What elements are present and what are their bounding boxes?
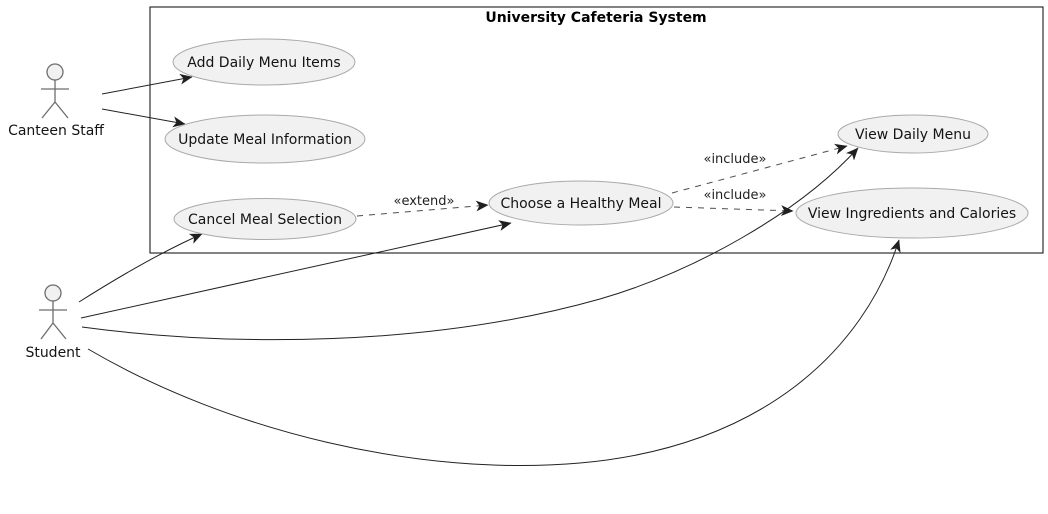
use-case-label: Update Meal Information [178, 132, 352, 148]
use-case-ellipse [173, 198, 357, 240]
actor-body [41, 80, 69, 119]
association-canteen-staff-to-add-daily-menu-items [101, 73, 193, 95]
use-case-ellipse [488, 180, 674, 226]
use-case-ellipse [837, 114, 989, 154]
use-case-update-meal-information: Update Meal Information [164, 114, 366, 164]
use-case-cancel-meal-selection: Cancel Meal Selection [173, 198, 357, 240]
use-case-ellipse [795, 187, 1029, 239]
actor-head [44, 284, 62, 302]
association-student-to-cancel-meal-selection [78, 233, 203, 303]
include-label-2: «include» [703, 188, 766, 203]
system-boundary-title: University Cafeteria System [485, 10, 706, 26]
actor-label-student: Student [25, 345, 81, 361]
extend-arrow-cancel-to-choose [356, 200, 489, 217]
actor-label-canteen-staff: Canteen Staff [8, 123, 104, 139]
use-case-label: View Ingredients and Calories [808, 206, 1016, 222]
use-case-view-ingredients-and-calories: View Ingredients and Calories [795, 187, 1029, 239]
actor-body [39, 301, 67, 340]
include-label-1: «include» [703, 152, 766, 167]
use-case-ellipse [164, 114, 366, 164]
use-case-label: Cancel Meal Selection [188, 212, 342, 228]
use-case-ellipse [172, 38, 356, 86]
association-student-to-view-ingredients-and-calories [87, 239, 901, 467]
use-case-add-daily-menu-items: Add Daily Menu Items [172, 38, 356, 86]
include-arrow-choose-to-view-ingredients [673, 205, 794, 217]
association-student-to-choose-a-healthy-meal [80, 220, 512, 319]
actor-canteen-staff: Canteen Staff [8, 63, 104, 139]
association-student-to-view-daily-menu [81, 147, 859, 341]
association-canteen-staff-to-update-meal-information [101, 108, 186, 128]
use-case-label: Add Daily Menu Items [187, 55, 340, 71]
actor-head [46, 63, 64, 81]
extend-label: «extend» [394, 194, 455, 209]
use-case-view-daily-menu: View Daily Menu [837, 114, 989, 154]
use-case-choose-a-healthy-meal: Choose a Healthy Meal [488, 180, 674, 226]
actor-student: Student [25, 284, 81, 361]
use-case-label: Choose a Healthy Meal [500, 196, 661, 212]
use-case-label: View Daily Menu [855, 127, 971, 143]
